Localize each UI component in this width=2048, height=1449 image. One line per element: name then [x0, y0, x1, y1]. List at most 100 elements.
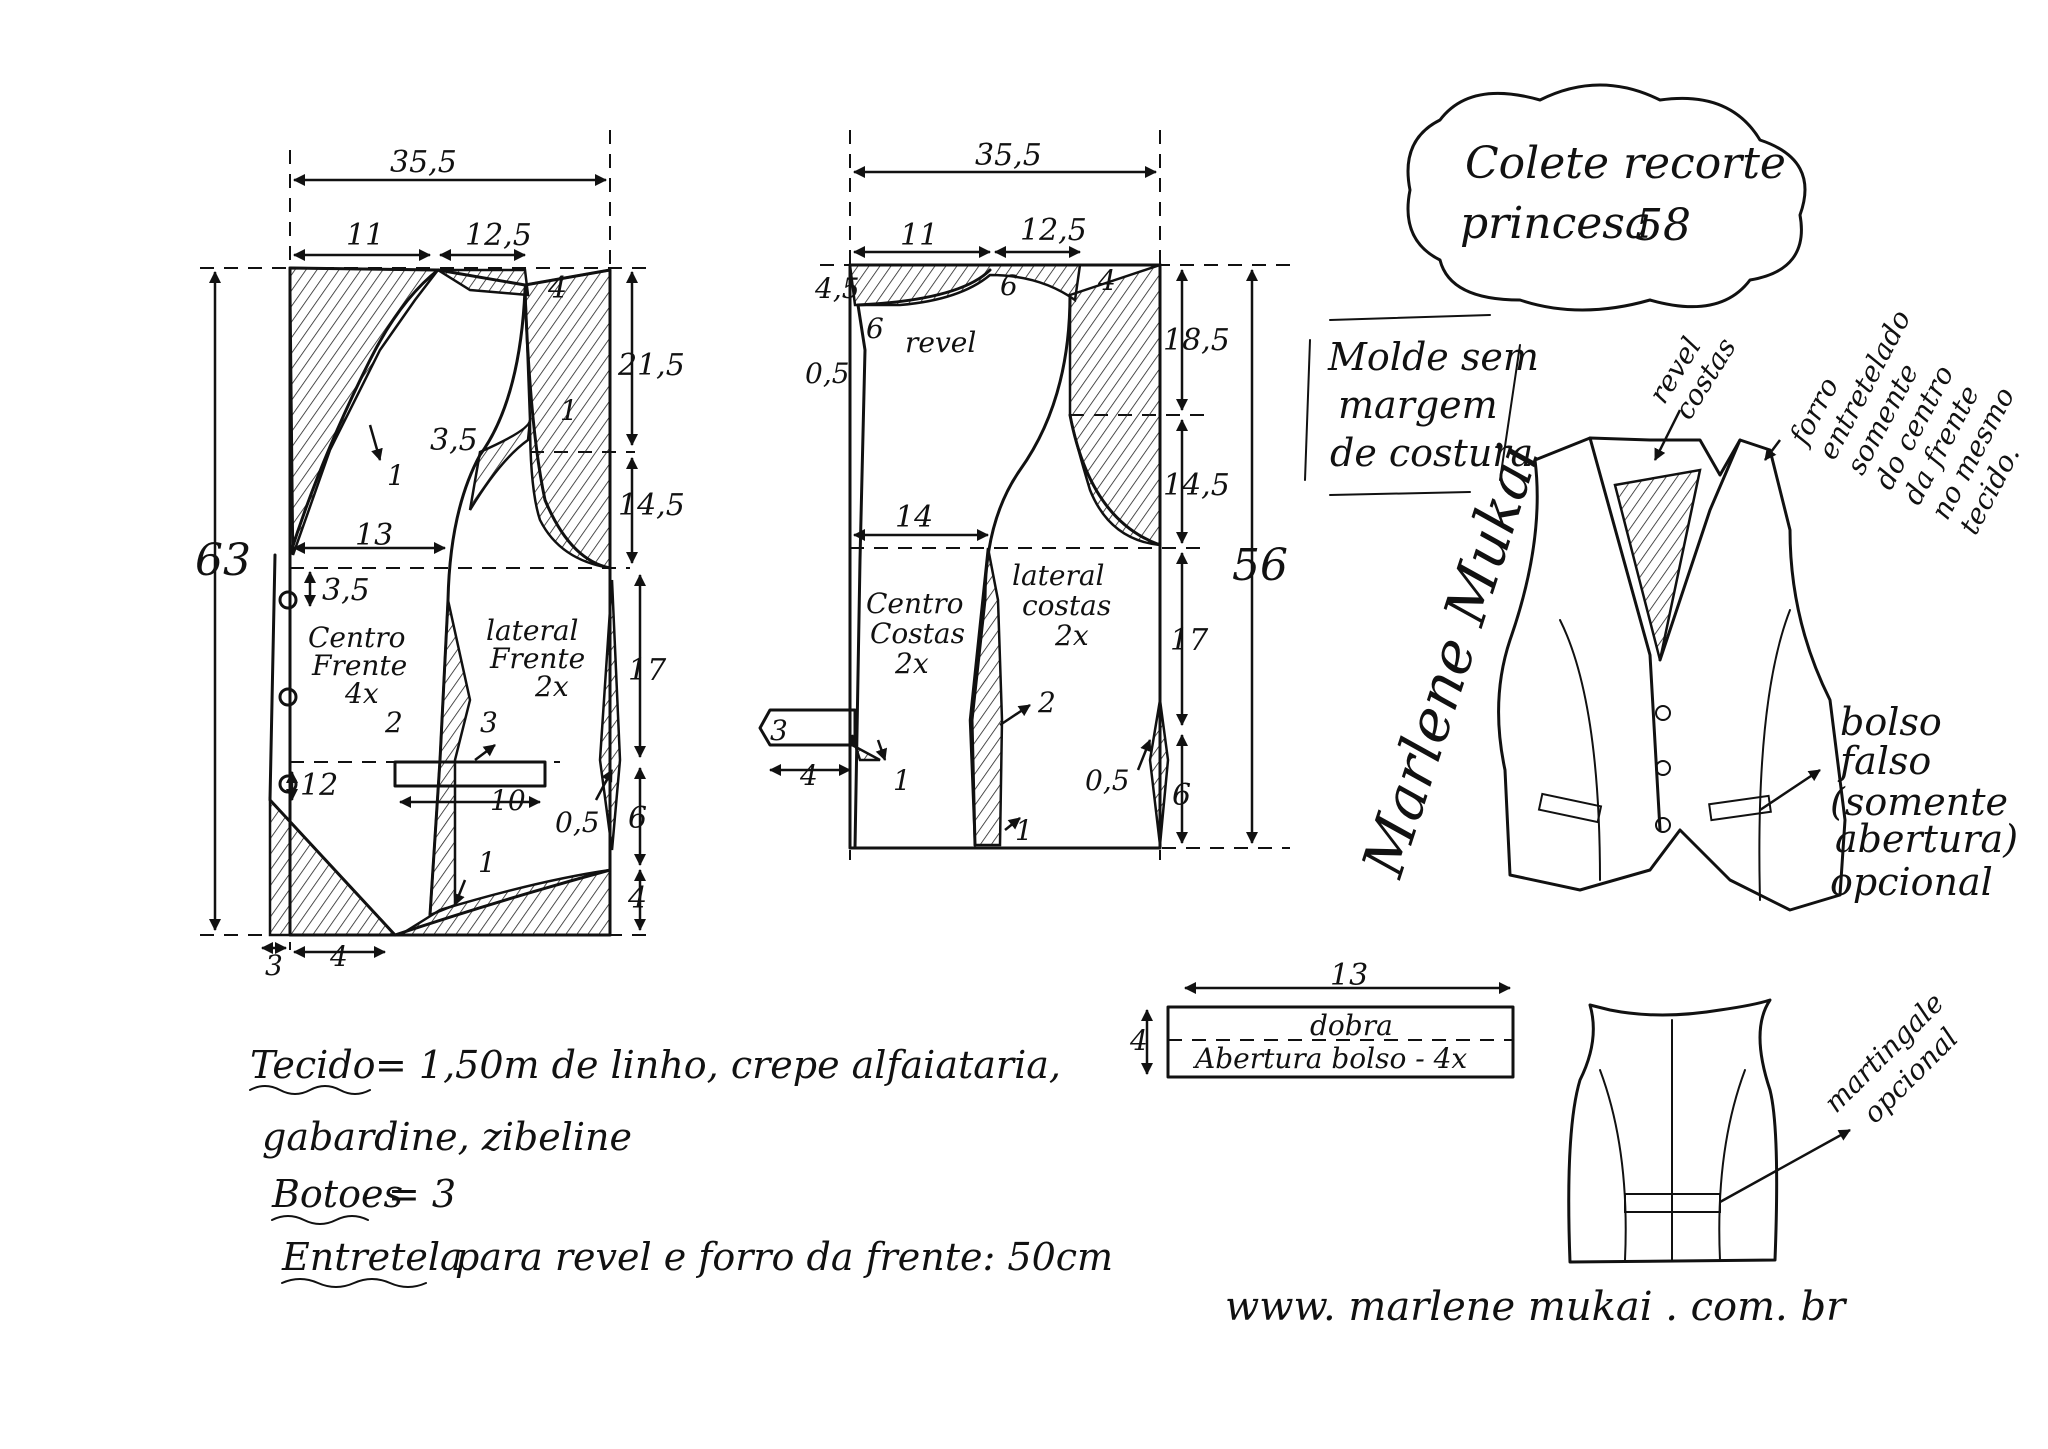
front-pocket-opening [393, 760, 547, 788]
vest-back-outline [1567, 998, 1779, 1264]
back-side-label-2: costas [1022, 589, 1111, 622]
back-waist-label: 14 [895, 500, 933, 535]
front-mark-2-label: 2 [384, 706, 403, 739]
front-center-edge [268, 553, 397, 937]
pocket-outline [1166, 1005, 1515, 1079]
title-line-1: Colete recorte [1465, 138, 1786, 189]
bolso-line-5: opcional [1830, 860, 1993, 904]
website: www. marlene mukai . com. br [1225, 1284, 1848, 1330]
back-side-label-1: lateral [1012, 559, 1105, 592]
front-mark-1c-arrow [453, 879, 467, 906]
pocket-width-label: 13 [1330, 958, 1368, 993]
front-neckline [288, 268, 440, 557]
note-molde: Molde sem margem de costura [1304, 314, 1539, 496]
front-h4-label: 6 [628, 801, 647, 836]
front-shoulder-drop-label: 4 [547, 271, 567, 306]
vest-front-back-lining-hatch [1613, 468, 1702, 661]
pocket-height-label: 4 [1129, 1024, 1148, 1057]
front-center-label-2: Frente [311, 649, 407, 682]
back-top-b-label: 12,5 [1020, 213, 1087, 248]
front-mark-1a-label: 1 [387, 459, 405, 492]
vest-front-button-1 [1655, 705, 1671, 721]
front-top-a-label: 11 [346, 218, 384, 253]
back-top-a-label: 11 [900, 218, 938, 253]
front-dart-width-label: 3,5 [430, 423, 478, 458]
forro-arrow [1764, 439, 1781, 461]
front-mark-3-label: 3 [480, 706, 498, 739]
front-mark-1c-label: 1 [478, 846, 496, 879]
front-mark-1a-arrow [368, 424, 383, 461]
bolso-line-4: abertura) [1835, 817, 2018, 861]
back-neck-drop-label: 4,5 [814, 272, 860, 305]
front-side-label-2: Frente [489, 642, 585, 675]
vest-front-right-lapel [1658, 438, 1742, 662]
front-hem-a-label: 3 [265, 949, 283, 982]
materials-entretela-value: para revel e forro da frente: 50cm [455, 1235, 1113, 1279]
note-molde-bracket-left [1304, 339, 1311, 481]
back-neckline [856, 268, 992, 307]
back-side-small-label: 0,5 [1085, 764, 1130, 797]
materials-tecido-line-2: gabardine, zibeline [262, 1115, 632, 1159]
front-mark-3-arrow [474, 744, 496, 761]
note-molde-line-bottom [1329, 491, 1471, 496]
back-shoulder-drop-label: 4 [1097, 264, 1116, 297]
back-belt-tab [758, 708, 857, 747]
signature: Marlene Mukai [1348, 436, 1552, 886]
back-armhole-hatch [1068, 263, 1162, 547]
vest-back-illustration: martingale opcional [1567, 986, 1965, 1264]
materials-tecido-label: Tecido [250, 1043, 376, 1087]
front-dart-hatch [468, 419, 532, 511]
note-molde-line-1: Molde sem [1327, 335, 1539, 379]
back-neck-depth-label: 6 [1000, 269, 1018, 302]
back-center-label-2: Costas [870, 617, 965, 650]
forro-note: forro entretelado somente do centro da f… [1782, 304, 2027, 539]
back-mark-1a-arrow [875, 739, 888, 761]
back-mark-1a-label: 1 [893, 764, 911, 797]
front-side-small-arrow [594, 769, 614, 801]
back-small-a-label: 0,5 [805, 357, 850, 390]
back-belt-w-label: 4 [799, 759, 818, 792]
vest-front-button-3 [1655, 817, 1671, 833]
front-side-panel-hatch [428, 599, 472, 917]
title-cloud-outline [1406, 83, 1807, 312]
front-hem-b-label: 4 [329, 940, 348, 973]
back-side-label-3: 2x [1054, 619, 1089, 652]
vest-back-martingale [1624, 1193, 1721, 1213]
bolso-line-1: bolso [1840, 700, 1942, 744]
back-small-b-label: 6 [866, 312, 884, 345]
back-h2-label: 14,5 [1163, 468, 1230, 503]
materials-botoes-value: = 3 [388, 1172, 456, 1216]
vest-front-button-2 [1655, 760, 1671, 776]
front-armhole [523, 288, 612, 570]
vest-front-illustration: revel costas forro entretelado somente d… [1497, 304, 2027, 912]
front-side-armhole-hatch [523, 268, 612, 570]
note-molde-line-3: de costura [1330, 431, 1533, 475]
vest-back-left-princess [1599, 1069, 1627, 1261]
front-pattern: 35,5 11 12,5 4 63 21,5 14,5 17 6 4 13 3,… [195, 130, 685, 982]
revel-costas-note: revel costas [1642, 331, 1743, 425]
title-cloud: Colete recorte princesa 58 [1406, 83, 1807, 312]
materials-entretela-label: Entretela [281, 1235, 463, 1279]
back-h4-label: 6 [1172, 778, 1191, 813]
back-center-label-1: Centro [866, 587, 964, 620]
front-pocket-len-label: 10 [490, 784, 526, 817]
title-size: 58 [1635, 200, 1691, 251]
front-side-label-1: lateral [486, 614, 579, 647]
martingale-arrow [1719, 1128, 1851, 1204]
back-height-label: 56 [1232, 540, 1288, 591]
front-hem-curve [393, 868, 612, 937]
back-pattern: 35,5 11 12,5 4 4,5 6 0,5 6 revel 56 18,5… [758, 130, 1290, 860]
front-gap-a-label: 3,5 [322, 573, 370, 608]
back-mark-1b-arrow [1004, 817, 1021, 831]
front-side-small-label: 0,5 [555, 806, 600, 839]
vest-front-pocket-left [1537, 792, 1603, 824]
note-molde-line-2: margem [1338, 383, 1498, 427]
front-h1-label: 21,5 [617, 348, 685, 383]
back-revel-label: revel [905, 326, 976, 359]
revel-costas-arrow [1653, 409, 1682, 461]
back-mark-1b-label: 1 [1015, 814, 1033, 847]
underline-botoes [271, 1215, 369, 1225]
back-princess-seam [970, 293, 1072, 847]
vest-front-right-princess [1758, 609, 1791, 901]
